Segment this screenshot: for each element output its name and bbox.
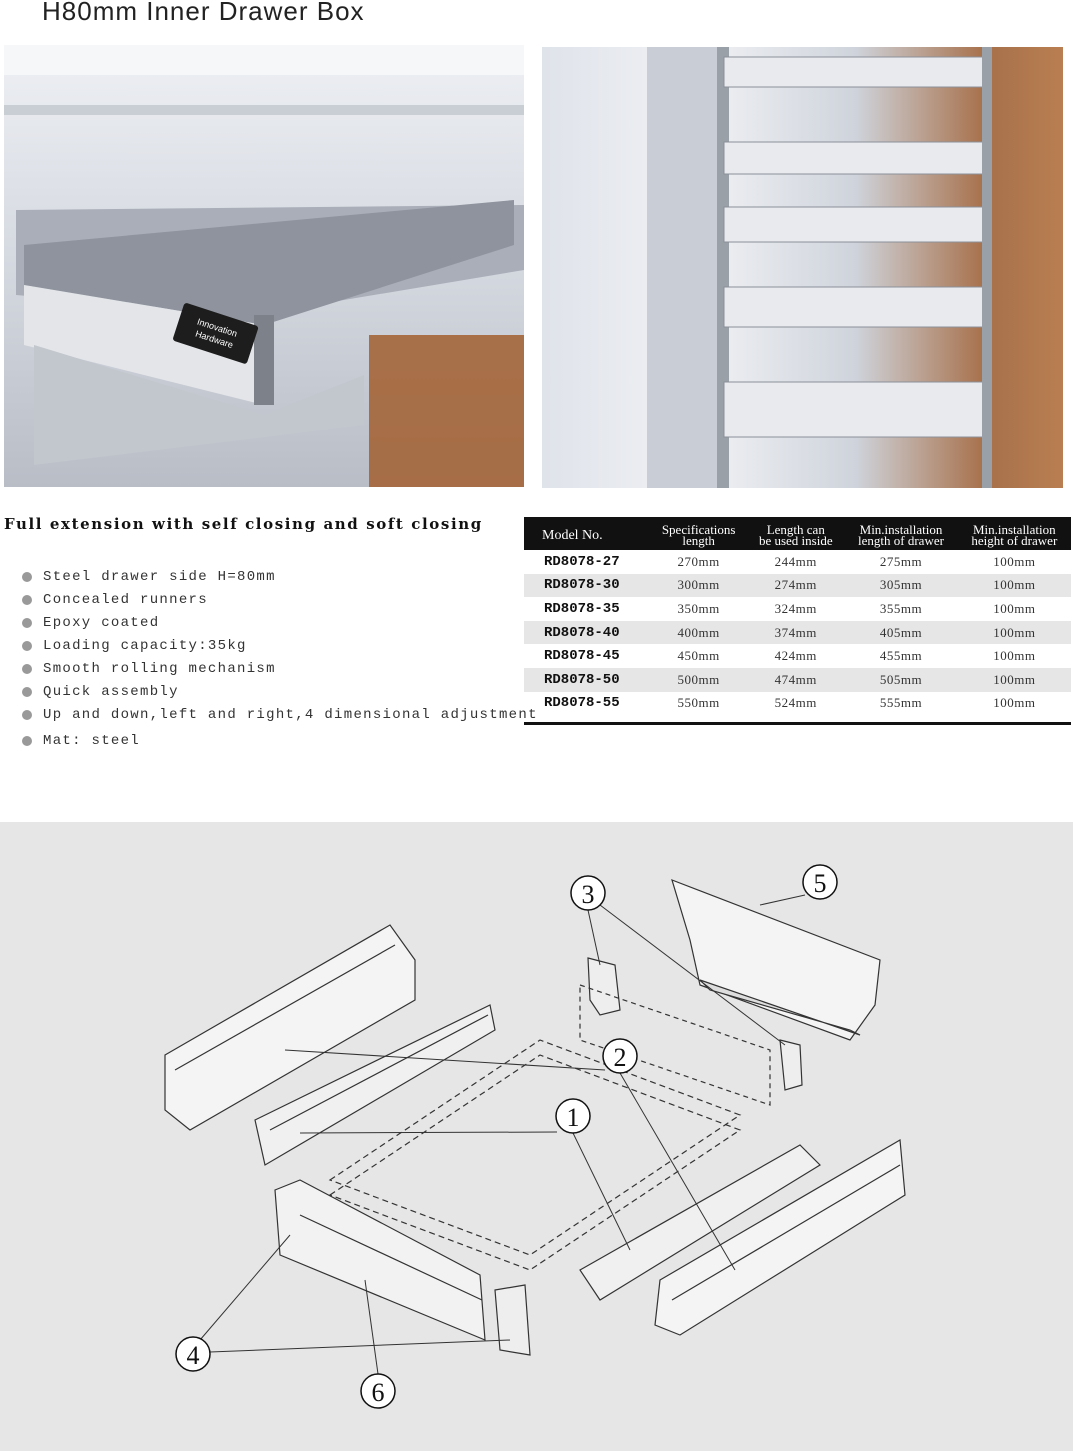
min-length-cell: 505mm bbox=[879, 671, 923, 687]
table-row: RD8078-45 450mm 424mm 455mm 100mm bbox=[524, 644, 1071, 668]
svg-text:3: 3 bbox=[582, 880, 595, 909]
right-runner bbox=[579, 1144, 821, 1301]
svg-text:6: 6 bbox=[372, 1378, 385, 1407]
feature-item: Up and down,left and right,4 dimensional… bbox=[22, 703, 538, 726]
feature-list: Steel drawer side H=80mm Concealed runne… bbox=[22, 565, 538, 752]
feature-heading: Full extension with self closing and sof… bbox=[4, 515, 483, 533]
usable-length-cell: 324mm bbox=[774, 600, 817, 616]
table-row: RD8078-27 270mm 244mm 275mm 100mm bbox=[524, 550, 1071, 574]
min-height-cell: 100mm bbox=[993, 648, 1036, 664]
min-length-cell: 275mm bbox=[879, 553, 923, 569]
drawer-photo-open: Innovation Hardware bbox=[4, 45, 524, 487]
table-row: RD8078-50 500mm 474mm 505mm 100mm bbox=[524, 667, 1071, 692]
feature-item: Concealed runners bbox=[22, 588, 538, 611]
callout-3: 3 bbox=[570, 875, 606, 911]
model-cell: RD8078-27 bbox=[544, 553, 620, 570]
spec-length-cell: 400mm bbox=[677, 624, 720, 640]
right-side-panel bbox=[654, 1139, 906, 1336]
min-length-cell: 455mm bbox=[879, 648, 923, 664]
min-height-cell: 100mm bbox=[993, 671, 1036, 687]
min-height-cell: 100mm bbox=[993, 553, 1036, 569]
svg-text:5: 5 bbox=[814, 869, 827, 898]
feature-item: Smooth rolling mechanism bbox=[22, 657, 538, 680]
bullet-icon bbox=[22, 640, 32, 651]
page-title: H80mm Inner Drawer Box bbox=[42, 0, 365, 26]
bullet-icon bbox=[22, 735, 32, 746]
front-left-panel bbox=[274, 1179, 486, 1341]
rear-bracket-left bbox=[587, 957, 621, 1016]
model-cell: RD8078-45 bbox=[544, 648, 620, 665]
bullet-icon bbox=[22, 594, 32, 605]
usable-length-cell: 274mm bbox=[774, 577, 817, 593]
spec-length-cell: 300mm bbox=[677, 577, 720, 593]
rear-bracket-right bbox=[779, 1039, 803, 1091]
feature-item: Epoxy coated bbox=[22, 611, 538, 634]
min-length-cell: 355mm bbox=[879, 600, 923, 616]
model-cell: RD8078-50 bbox=[544, 671, 620, 688]
usable-length-cell: 524mm bbox=[774, 695, 817, 711]
min-length-cell: 405mm bbox=[879, 624, 923, 640]
callout-2: 2 bbox=[602, 1038, 638, 1074]
col-model: Model No. bbox=[542, 527, 603, 543]
exploded-assembly-diagram: 1 2 3 4 5 6 bbox=[0, 822, 1073, 1451]
svg-text:2: 2 bbox=[614, 1043, 627, 1072]
min-height-cell: 100mm bbox=[993, 600, 1036, 616]
spec-length-cell: 500mm bbox=[677, 671, 720, 687]
usable-length-cell: 474mm bbox=[774, 671, 817, 687]
min-height-cell: 100mm bbox=[993, 695, 1036, 711]
svg-text:1: 1 bbox=[567, 1103, 580, 1132]
feature-item: Mat: steel bbox=[22, 729, 538, 752]
usable-length-cell: 424mm bbox=[774, 648, 817, 664]
callout-6: 6 bbox=[360, 1373, 396, 1409]
table-row: RD8078-55 550mm 524mm 555mm 100mm bbox=[524, 692, 1071, 716]
callout-4: 4 bbox=[175, 1336, 211, 1372]
front-bracket bbox=[494, 1284, 531, 1356]
model-cell: RD8078-30 bbox=[544, 577, 620, 594]
bullet-icon bbox=[22, 709, 32, 720]
table-row: RD8078-30 300mm 274mm 305mm 100mm bbox=[524, 573, 1071, 598]
table-row: RD8078-40 400mm 374mm 405mm 100mm bbox=[524, 620, 1071, 645]
model-cell: RD8078-55 bbox=[544, 695, 620, 712]
svg-text:4: 4 bbox=[187, 1341, 200, 1370]
drawer-bottom bbox=[328, 1039, 742, 1256]
table-row: RD8078-35 350mm 324mm 355mm 100mm bbox=[524, 597, 1071, 621]
feature-item: Quick assembly bbox=[22, 680, 538, 703]
bullet-icon bbox=[22, 663, 32, 674]
callout-1: 1 bbox=[555, 1098, 591, 1134]
usable-length-cell: 374mm bbox=[774, 624, 817, 640]
feature-item: Steel drawer side H=80mm bbox=[22, 565, 538, 588]
back-panel bbox=[671, 879, 881, 1041]
min-height-cell: 100mm bbox=[993, 577, 1036, 593]
spec-length-cell: 270mm bbox=[677, 553, 720, 569]
spec-length-cell: 450mm bbox=[677, 648, 720, 664]
left-side-panel bbox=[164, 924, 416, 1131]
callout-5: 5 bbox=[802, 864, 838, 900]
model-cell: RD8078-35 bbox=[544, 600, 620, 617]
usable-length-cell: 244mm bbox=[774, 553, 817, 569]
table-bottom-rule bbox=[524, 722, 1071, 725]
feature-item: Loading capacity:35kg bbox=[22, 634, 538, 657]
model-cell: RD8078-40 bbox=[544, 624, 620, 641]
spec-length-cell: 550mm bbox=[677, 695, 720, 711]
min-length-cell: 305mm bbox=[879, 577, 923, 593]
left-runner bbox=[254, 1004, 496, 1166]
bullet-icon bbox=[22, 571, 32, 582]
bullet-icon bbox=[22, 617, 32, 628]
pantry-drawers-photo bbox=[542, 47, 1063, 488]
bullet-icon bbox=[22, 686, 32, 697]
min-height-cell: 100mm bbox=[993, 624, 1036, 640]
spec-length-cell: 350mm bbox=[677, 600, 720, 616]
min-length-cell: 555mm bbox=[879, 695, 923, 711]
